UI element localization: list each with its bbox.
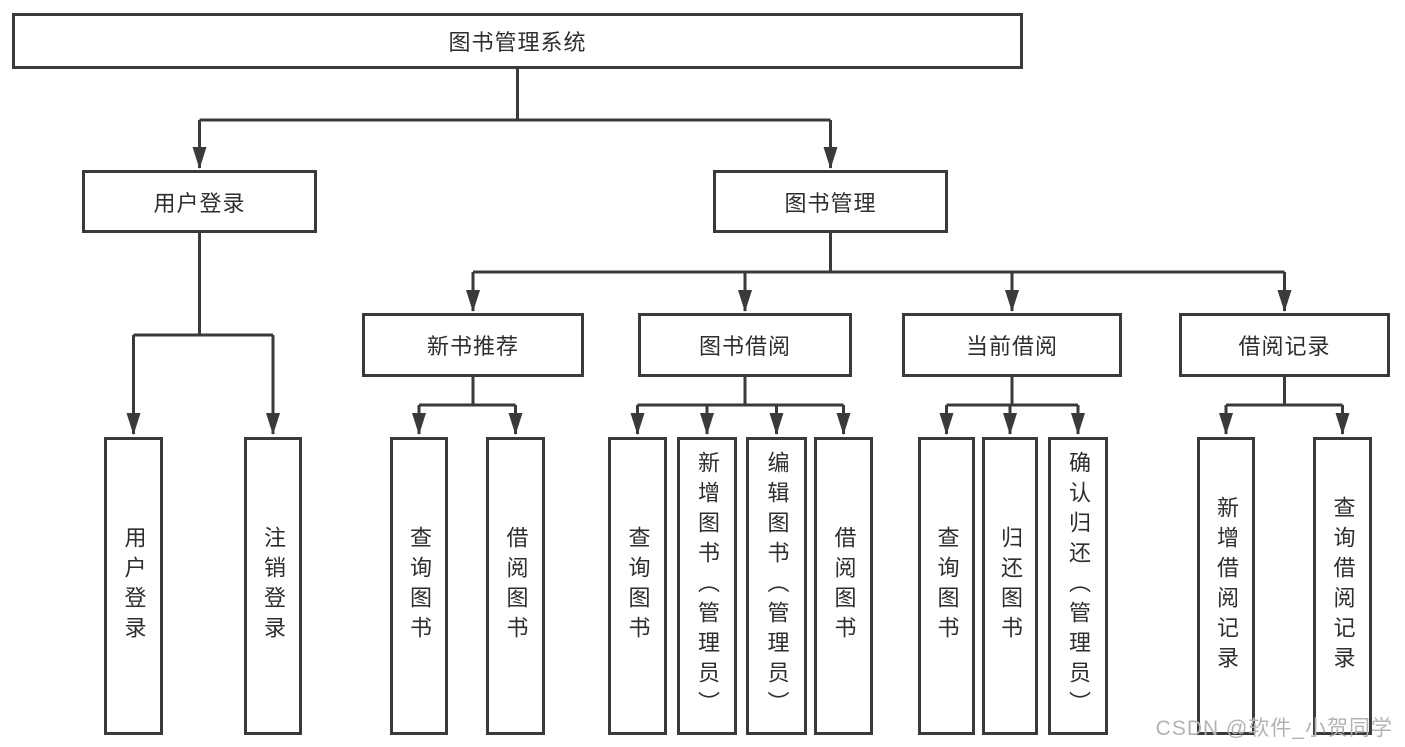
leaf-return-books-label: 归还图书 xyxy=(998,526,1023,646)
leaf-user-login: 用户登录 xyxy=(104,437,163,735)
leaf-logout: 注销登录 xyxy=(244,437,302,735)
node-current-borrow: 当前借阅 xyxy=(902,313,1122,377)
leaf-query-books-current-label: 查询图书 xyxy=(934,526,960,646)
node-borrow-records-label: 借阅记录 xyxy=(1238,334,1331,359)
node-book-borrow: 图书借阅 xyxy=(638,313,852,377)
leaf-borrow-books-recommend: 借阅图书 xyxy=(486,437,545,735)
leaf-query-books-borrow: 查询图书 xyxy=(608,437,667,735)
leaf-confirm-return-admin-label: 确认归还（管理员） xyxy=(1066,451,1091,721)
leaf-add-borrow-record: 新增借阅记录 xyxy=(1197,437,1255,735)
node-root-system: 图书管理系统 xyxy=(12,13,1023,69)
node-user-login-label: 用户登录 xyxy=(153,190,246,216)
leaf-query-books-borrow-label: 查询图书 xyxy=(625,526,651,646)
leaf-query-books-recommend-label: 查询图书 xyxy=(407,526,432,646)
node-book-borrow-label: 图书借阅 xyxy=(698,334,791,359)
leaf-query-books-recommend: 查询图书 xyxy=(390,437,448,735)
node-book-management-label: 图书管理 xyxy=(784,190,877,216)
leaf-edit-books-admin-label: 编辑图书（管理员） xyxy=(764,451,790,721)
node-user-login: 用户登录 xyxy=(82,170,317,233)
leaf-query-books-current: 查询图书 xyxy=(918,437,975,735)
leaf-logout-label: 注销登录 xyxy=(261,526,286,646)
leaf-add-borrow-record-label: 新增借阅记录 xyxy=(1214,496,1239,676)
node-root-label: 图书管理系统 xyxy=(448,30,587,55)
leaf-query-borrow-record: 查询借阅记录 xyxy=(1313,437,1372,735)
leaf-borrow-books-label: 借阅图书 xyxy=(831,526,857,646)
leaf-add-books-admin-label: 新增图书（管理员） xyxy=(695,451,720,721)
node-book-management: 图书管理 xyxy=(713,170,948,233)
node-borrow-records: 借阅记录 xyxy=(1179,313,1390,377)
leaf-borrow-books: 借阅图书 xyxy=(814,437,873,735)
leaf-edit-books-admin: 编辑图书（管理员） xyxy=(746,437,807,735)
node-current-borrow-label: 当前借阅 xyxy=(965,334,1058,359)
leaf-borrow-books-recommend-label: 借阅图书 xyxy=(503,526,529,646)
node-new-book-recommend: 新书推荐 xyxy=(362,313,584,377)
csdn-watermark: CSDN @软件_小贺同学 xyxy=(1155,717,1393,740)
leaf-query-borrow-record-label: 查询借阅记录 xyxy=(1330,496,1356,676)
node-new-book-recommend-label: 新书推荐 xyxy=(426,334,519,359)
leaf-confirm-return-admin: 确认归还（管理员） xyxy=(1048,437,1108,735)
leaf-return-books: 归还图书 xyxy=(982,437,1038,735)
leaf-user-login-label: 用户登录 xyxy=(121,526,147,646)
leaf-add-books-admin: 新增图书（管理员） xyxy=(677,437,737,735)
